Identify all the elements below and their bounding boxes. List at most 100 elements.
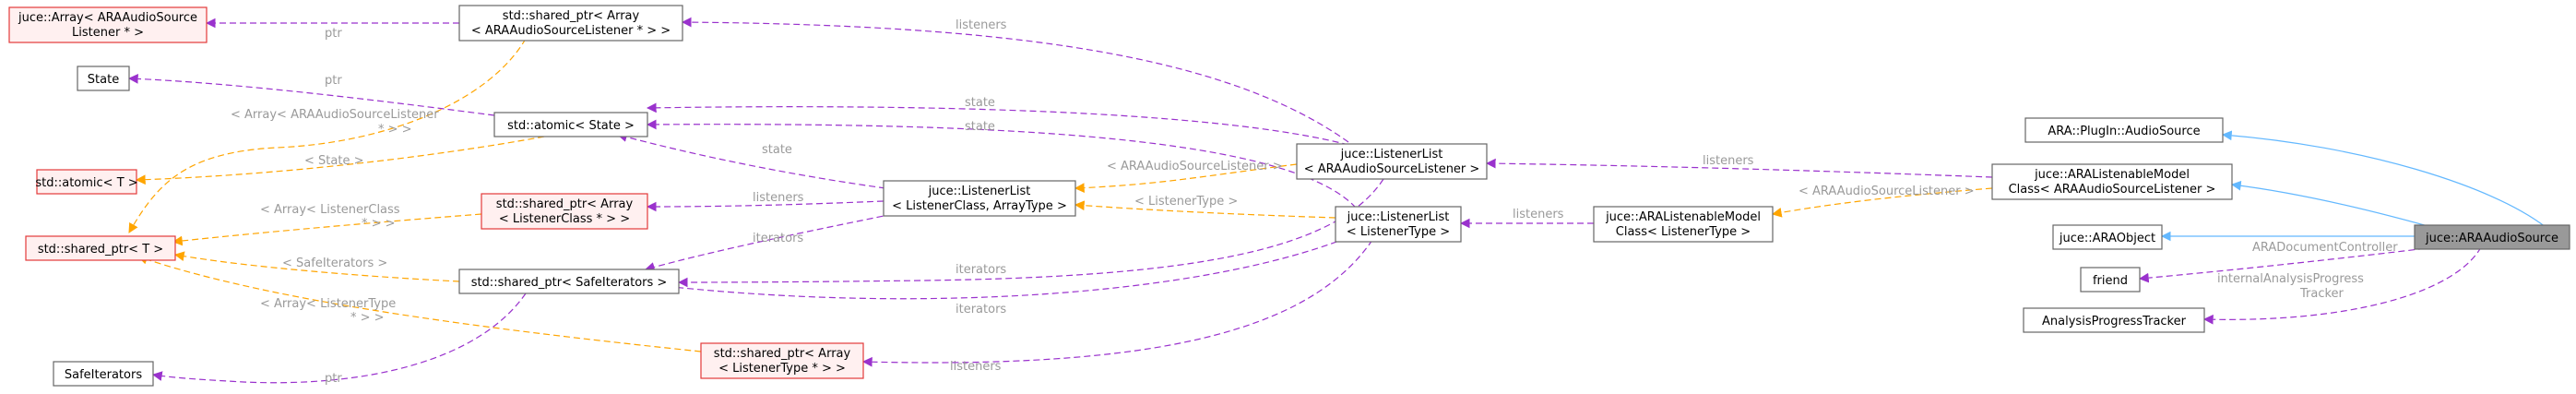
- svg-text:listeners: listeners: [1703, 154, 1754, 168]
- edge-listeners-top: listeners: [681, 17, 1349, 143]
- node-atomic-state[interactable]: std::atomic< State >: [493, 112, 648, 137]
- svg-text:std::shared_ptr< SafeIterators: std::shared_ptr< SafeIterators >: [471, 276, 668, 290]
- edge-template-listenertype: < ListenerType >: [1074, 195, 1336, 219]
- node-plugin-audiosource[interactable]: ARA::PlugIn::AudioSource: [2024, 117, 2224, 143]
- edge-template-array-listenerclass: < Array< ListenerClass * > >: [172, 203, 482, 246]
- edge-internal-tracker: internalAnalysisProgress Tracker: [2202, 246, 2482, 325]
- edge-inherit-listenable-model: [2230, 180, 2445, 232]
- node-shared-ptr-array-listenertype[interactable]: std::shared_ptr< Array < ListenerType * …: [700, 342, 864, 379]
- svg-text:* > >: * > >: [362, 217, 396, 231]
- edge-template-model: < ARAAudioSourceListener >: [1771, 185, 1993, 218]
- edge-document-controller: ARADocumentController: [2138, 241, 2436, 283]
- svg-text:juce::ARAAudioSource: juce::ARAAudioSource: [2425, 232, 2558, 245]
- edge-ptr-safeiterators: ptr: [151, 293, 527, 386]
- svg-text:< ARAAudioSourceListener >: < ARAAudioSourceListener >: [1798, 185, 1975, 198]
- svg-text:< ARAAudioSourceListener * > >: < ARAAudioSourceListener * > >: [471, 24, 671, 38]
- node-juce-array-audiosource-listener[interactable]: juce::Array< ARAAudioSource Listener * >: [8, 6, 208, 43]
- svg-text:< ARAAudioSourceListener >: < ARAAudioSourceListener >: [1107, 160, 1283, 173]
- svg-text:Listener * >: Listener * >: [72, 26, 144, 40]
- svg-text:< ListenerClass * > >: < ListenerClass * > >: [499, 212, 630, 226]
- node-ara-audiosource[interactable]: juce::ARAAudioSource: [2414, 224, 2570, 250]
- svg-text:iterators: iterators: [956, 303, 1006, 316]
- node-shared-ptr-safeiterators[interactable]: std::shared_ptr< SafeIterators >: [458, 269, 680, 294]
- svg-text:iterators: iterators: [753, 232, 803, 245]
- svg-text:< Array< ListenerType: < Array< ListenerType: [260, 297, 396, 311]
- svg-text:std::shared_ptr< Array: std::shared_ptr< Array: [503, 9, 640, 23]
- svg-text:< Array< ListenerClass: < Array< ListenerClass: [260, 203, 400, 217]
- node-shared-ptr-array-listenerclass[interactable]: std::shared_ptr< Array < ListenerClass *…: [481, 193, 648, 230]
- svg-text:< ListenerType * > >: < ListenerType * > >: [718, 362, 846, 376]
- svg-text:juce::ARAListenableModel: juce::ARAListenableModel: [2034, 168, 2190, 182]
- svg-text:juce::ListenerList: juce::ListenerList: [1347, 210, 1450, 224]
- svg-text:< ListenerType >: < ListenerType >: [1134, 195, 1238, 209]
- edge-template-audiosource-listener: < ARAAudioSourceListener >: [1074, 160, 1298, 193]
- node-listenable-model-listenertype[interactable]: juce::ARAListenableModel Class< Listener…: [1593, 206, 1774, 243]
- svg-text:juce::ARAObject: juce::ARAObject: [2059, 232, 2155, 245]
- svg-text:< Array< ARAAudioSourceListene: < Array< ARAAudioSourceListener: [231, 108, 439, 122]
- node-listener-list-audiosource-listener[interactable]: juce::ListenerList < ARAAudioSourceListe…: [1296, 143, 1488, 180]
- svg-text:std::shared_ptr< T >: std::shared_ptr< T >: [38, 243, 163, 257]
- edge-state-audiosource: state: [646, 96, 1349, 146]
- svg-text:std::shared_ptr< Array: std::shared_ptr< Array: [496, 197, 634, 211]
- edge-state-listenertype: state: [646, 119, 1357, 209]
- edge-listeners-model-audiosource: listeners: [1485, 154, 1993, 178]
- svg-text:Tracker: Tracker: [2299, 287, 2345, 301]
- edge-iterators-listenertype: iterators: [662, 237, 1347, 316]
- svg-text:ptr: ptr: [325, 74, 342, 88]
- svg-text:< ListenerType >: < ListenerType >: [1347, 225, 1450, 239]
- svg-text:ARA::PlugIn::AudioSource: ARA::PlugIn::AudioSource: [2048, 125, 2200, 138]
- svg-text:juce::ARAListenableModel: juce::ARAListenableModel: [1605, 210, 1761, 224]
- edge-ptr-array-audiosource-listener: ptr: [205, 18, 459, 41]
- svg-text:AnalysisProgressTracker: AnalysisProgressTracker: [2042, 315, 2187, 328]
- node-listener-list-class-arraytype[interactable]: juce::ListenerList < ListenerClass, Arra…: [883, 180, 1076, 217]
- edge-inherit-plugin-audiosource: [2221, 130, 2546, 228]
- edge-ptr-state: ptr: [127, 74, 495, 116]
- svg-text:juce::ListenerList: juce::ListenerList: [928, 185, 1031, 198]
- svg-text:Class< ARAAudioSourceListener: Class< ARAAudioSourceListener >: [2009, 183, 2216, 197]
- edge-template-array-listenertype: < Array< ListenerType * > >: [137, 255, 702, 352]
- edge-template-safeiterators: < SafeIterators >: [173, 251, 460, 282]
- edge-state-listenerclass: state: [616, 132, 886, 189]
- node-shared-ptr-t[interactable]: std::shared_ptr< T >: [25, 235, 176, 261]
- svg-text:listeners: listeners: [1513, 208, 1564, 221]
- node-analysis-progress-tracker[interactable]: AnalysisProgressTracker: [2023, 307, 2205, 333]
- node-listenable-model-audiosource-listener[interactable]: juce::ARAListenableModel Class< ARAAudio…: [1991, 163, 2233, 200]
- node-listener-list-listenertype[interactable]: juce::ListenerList < ListenerType >: [1335, 206, 1462, 243]
- svg-text:Class< ListenerType >: Class< ListenerType >: [1616, 225, 1751, 239]
- svg-text:state: state: [762, 143, 792, 157]
- svg-text:< ListenerClass, ArrayType >: < ListenerClass, ArrayType >: [892, 199, 1067, 213]
- node-atomic-t[interactable]: std::atomic< T >: [35, 169, 138, 195]
- svg-text:ptr: ptr: [325, 27, 342, 41]
- svg-text:< ARAAudioSourceListener >: < ARAAudioSourceListener >: [1304, 162, 1480, 176]
- svg-text:listeners: listeners: [950, 360, 1002, 374]
- svg-text:std::atomic< T >: std::atomic< T >: [35, 176, 137, 190]
- svg-text:State: State: [88, 73, 119, 87]
- svg-text:juce::Array< ARAAudioSource: juce::Array< ARAAudioSource: [18, 11, 197, 25]
- svg-text:std::shared_ptr< Array: std::shared_ptr< Array: [714, 347, 851, 361]
- svg-text:std::atomic< State >: std::atomic< State >: [507, 119, 635, 133]
- node-shared-ptr-array-audiosource-listener[interactable]: std::shared_ptr< Array < ARAAudioSourceL…: [458, 5, 683, 42]
- svg-text:< SafeIterators >: < SafeIterators >: [282, 257, 387, 270]
- svg-text:internalAnalysisProgress: internalAnalysisProgress: [2217, 272, 2364, 286]
- node-friend[interactable]: friend: [2080, 267, 2141, 293]
- svg-text:ARADocumentController: ARADocumentController: [2252, 241, 2398, 255]
- svg-text:juce::ListenerList: juce::ListenerList: [1340, 148, 1443, 161]
- svg-text:listeners: listeners: [753, 191, 804, 205]
- edge-iterators-audiosource: iterators: [677, 178, 1384, 288]
- node-safeiterators[interactable]: SafeIterators: [53, 361, 154, 387]
- svg-text:iterators: iterators: [956, 263, 1006, 277]
- node-araobject[interactable]: juce::ARAObject: [2052, 224, 2163, 250]
- svg-text:* > >: * > >: [350, 311, 385, 325]
- svg-text:state: state: [965, 96, 995, 110]
- edge-template-state: < State >: [135, 136, 545, 185]
- node-state[interactable]: State: [77, 66, 130, 91]
- edge-listeners-listenerclass: listeners: [646, 191, 884, 212]
- svg-text:< State >: < State >: [304, 154, 363, 168]
- svg-text:SafeIterators: SafeIterators: [65, 368, 142, 382]
- svg-text:ptr: ptr: [325, 372, 342, 386]
- edge-template-array-audiosource-listener: < Array< ARAAudioSourceListener * > >: [128, 38, 527, 233]
- edge-listeners-model-listenertype: listeners: [1459, 208, 1594, 229]
- svg-text:friend: friend: [2093, 274, 2128, 288]
- edge-listeners-listenertype: listeners: [861, 239, 1373, 374]
